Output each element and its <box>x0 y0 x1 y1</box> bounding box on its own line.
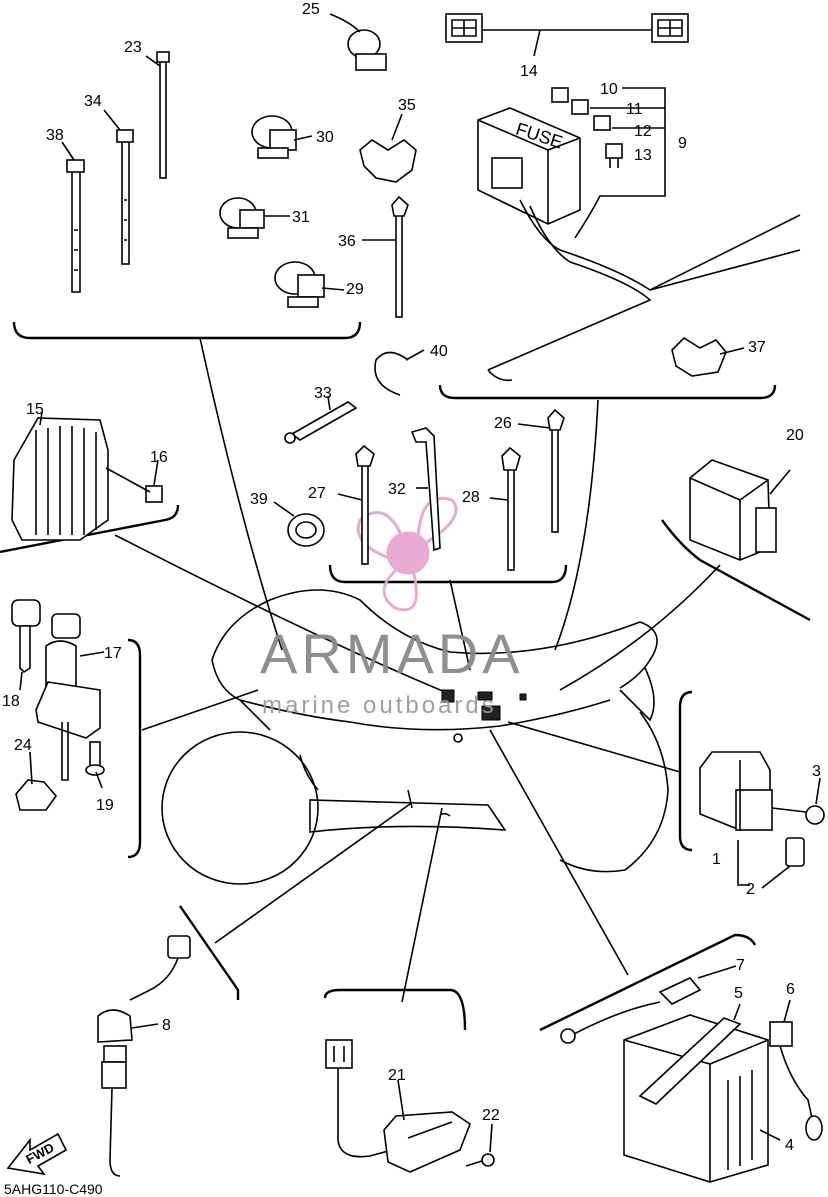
part-26-cable-tie <box>547 408 565 533</box>
part-5-battery-band <box>638 1017 742 1105</box>
motorcycle-outline <box>161 589 669 885</box>
callout-bracket-1-2 <box>737 840 750 886</box>
callout-7: 7 <box>736 957 745 974</box>
part-17-main-switch <box>35 613 101 781</box>
group-leaders <box>114 337 721 1003</box>
part-37-clip <box>671 336 727 377</box>
part-19-bolt <box>85 741 105 776</box>
part-16-bolt <box>105 467 163 503</box>
part-13-fuse <box>605 143 623 168</box>
part-30-clamp <box>251 115 297 159</box>
part-8-neutral-switch <box>97 935 191 1177</box>
callout-38: 38 <box>46 127 64 144</box>
part-27-cable-tie <box>355 444 375 565</box>
callout-33: 33 <box>314 385 332 402</box>
callout-3: 3 <box>812 763 821 780</box>
callout-18: 18 <box>2 693 20 710</box>
callout-30: 30 <box>316 129 334 146</box>
part-20-relay <box>689 459 777 561</box>
watermark-tagline: marine outboards <box>262 692 497 719</box>
callout-17: 17 <box>104 645 122 662</box>
part-34-cable-tie <box>116 129 134 265</box>
callout-36: 36 <box>338 233 356 250</box>
part-1-starter-relay <box>699 751 773 831</box>
callout-35: 35 <box>398 97 416 114</box>
part-21-stop-switch <box>325 1039 471 1173</box>
part-38-cable-tie <box>66 159 85 293</box>
callout-numbers: 3 1 2 4 5 6 7 8 9 10 11 12 13 14 15 16 1… <box>2 1 821 1154</box>
callout-5: 5 <box>734 985 743 1002</box>
part-32-stay <box>410 427 441 552</box>
part-23-cable-tie <box>156 51 170 179</box>
callout-6: 6 <box>786 981 795 998</box>
part-12-fuse <box>593 115 611 131</box>
callout-31: 31 <box>292 209 310 226</box>
callout-40: 40 <box>430 343 448 360</box>
callout-34: 34 <box>84 93 102 110</box>
part-7-wire-lead <box>560 977 702 1044</box>
callout-26: 26 <box>494 415 512 432</box>
part-22-screw <box>465 1153 495 1167</box>
callout-11: 11 <box>626 101 643 118</box>
part-2-cover <box>785 837 805 867</box>
part-15-regulator <box>11 417 109 541</box>
diagram-code: 5AHG110-C490 <box>4 1181 103 1197</box>
callout-19: 19 <box>96 797 114 814</box>
part-4-battery <box>623 1014 769 1183</box>
part-14-connector-wire <box>445 13 689 43</box>
part-39-clamp <box>287 513 325 547</box>
callout-4: 4 <box>785 1137 794 1154</box>
callout-25: 25 <box>302 1 320 18</box>
fuse-callout-bracket <box>574 87 666 239</box>
callout-12: 12 <box>634 123 652 140</box>
part-36-cable-tie <box>391 195 409 318</box>
callout-20: 20 <box>786 427 804 444</box>
callout-16: 16 <box>150 449 168 466</box>
callout-23: 23 <box>124 39 142 56</box>
callout-13: 13 <box>634 147 652 164</box>
callout-32: 32 <box>388 481 406 498</box>
group-brackets <box>0 321 811 1032</box>
part-24-clip <box>15 779 58 811</box>
watermark-brand: ARMADA <box>260 622 524 685</box>
callout-9: 9 <box>678 135 687 152</box>
callout-27: 27 <box>308 485 326 502</box>
callout-21: 21 <box>388 1067 406 1084</box>
callout-8: 8 <box>162 1017 171 1034</box>
callout-24: 24 <box>14 737 32 754</box>
part-28-cable-tie <box>501 446 521 571</box>
part-25-clamp <box>347 29 387 71</box>
fwd-arrow-icon: FWD <box>6 1132 68 1176</box>
callout-15: 15 <box>26 401 44 418</box>
part-40-spring-clip <box>374 351 409 396</box>
part-35-clip <box>359 139 417 183</box>
callout-14: 14 <box>520 63 538 80</box>
part-11-fuse <box>571 99 589 115</box>
part-6-battery-lead <box>769 1021 823 1141</box>
callout-37: 37 <box>748 339 766 356</box>
callout-22: 22 <box>482 1107 500 1124</box>
part-10-fuse <box>551 87 569 103</box>
propeller-logo-icon <box>356 497 458 612</box>
callout-39: 39 <box>250 491 268 508</box>
callout-10: 10 <box>600 81 618 98</box>
callout-leaders <box>19 13 821 1153</box>
part-18-key <box>11 599 41 674</box>
part-33-wire-lead <box>284 401 358 444</box>
armada-watermark: ARMADA marine outboards <box>260 497 524 719</box>
callout-2: 2 <box>746 881 755 898</box>
part-29-clamp <box>274 261 325 308</box>
part-3-bolt <box>771 805 825 825</box>
callout-1: 1 <box>712 851 721 868</box>
callout-28: 28 <box>462 489 480 506</box>
part-31-clamp <box>219 197 265 239</box>
callout-29: 29 <box>346 281 364 298</box>
part-9-fuse-box: FUSE <box>477 107 801 382</box>
